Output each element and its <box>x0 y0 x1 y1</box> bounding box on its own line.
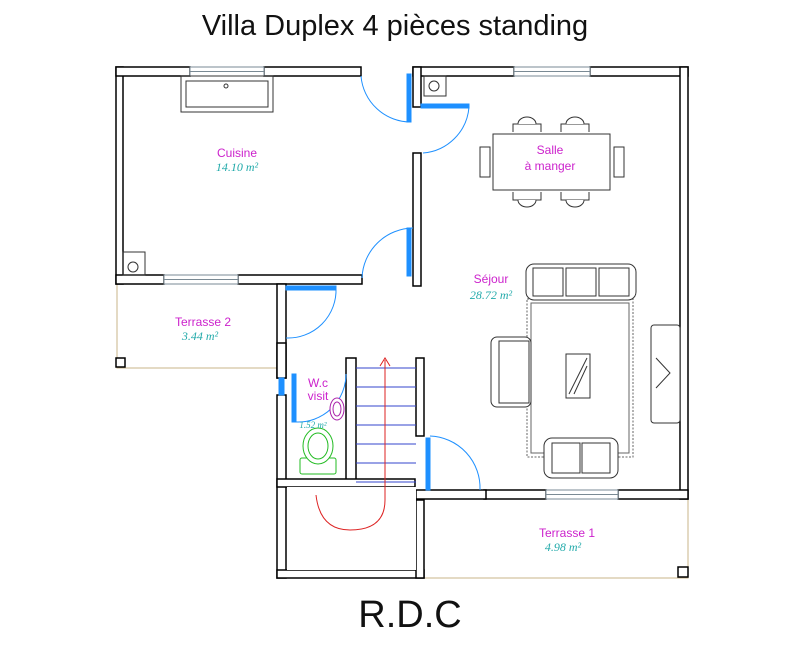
stair-void <box>287 487 416 570</box>
terrasse1-label: Terrasse 1 <box>539 526 595 540</box>
salle-label-2: à manger <box>525 159 576 173</box>
sejour-label: Séjour <box>474 272 509 286</box>
sofa-bottom <box>543 437 619 479</box>
armchair-left <box>490 336 532 408</box>
stair-arrow <box>315 357 391 531</box>
tv-console <box>650 324 681 424</box>
doors <box>278 73 481 491</box>
sofa-top <box>525 263 637 301</box>
living-rug <box>526 298 634 458</box>
terrasse2-label: Terrasse 2 <box>175 315 231 329</box>
cuisine-label: Cuisine <box>217 146 257 160</box>
wc-basin <box>329 397 345 421</box>
terrace1-post <box>677 566 689 578</box>
terrasse2-area: 3.44 m² <box>181 329 219 343</box>
kitchen-duct <box>122 75 447 276</box>
coffee-table <box>565 353 591 399</box>
wc-label: W.c <box>308 376 328 390</box>
windows <box>163 66 619 500</box>
plan-title: Villa Duplex 4 pièces standing <box>201 10 589 42</box>
sejour-area: 28.72 m² <box>470 288 513 302</box>
walls <box>115 66 689 579</box>
salle-label: Salle <box>537 143 564 157</box>
wc-toilet <box>299 427 337 475</box>
kitchen-sink <box>180 75 274 113</box>
staircase <box>356 367 416 483</box>
cuisine-area: 14.10 m² <box>216 160 259 174</box>
dining-set <box>479 116 625 208</box>
terrasse1-area: 4.98 m² <box>545 540 582 554</box>
terrace2-post <box>115 357 126 368</box>
floor-level-label: R.D.C <box>358 594 462 636</box>
wc-label-2: visit <box>308 389 329 403</box>
wc-area: 1.52 m² <box>299 420 326 430</box>
